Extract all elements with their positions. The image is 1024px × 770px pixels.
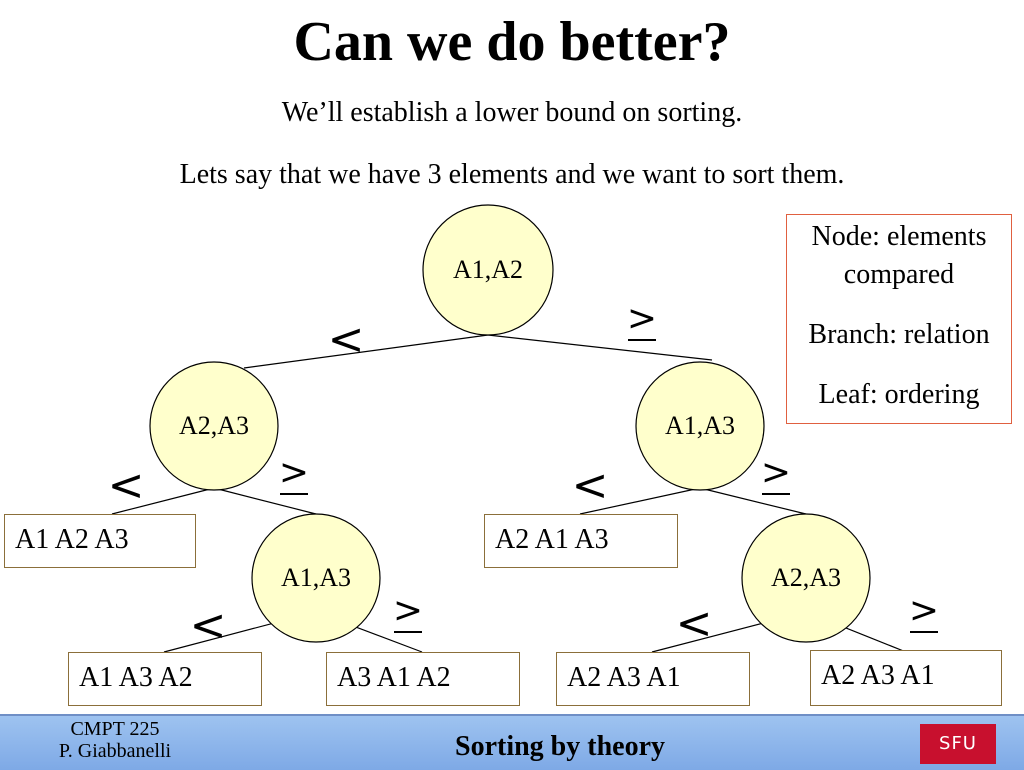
svg-text:>: > — [393, 590, 423, 631]
legend-leaf-line: Leaf: ordering — [818, 379, 980, 410]
leaf-a1-a2-a3: A1 A2 A3 — [4, 514, 196, 568]
node-right-right: A2,A3 — [741, 513, 871, 643]
footer-title: Sorting by theory — [455, 731, 665, 762]
decision-tree: A1,A2 A2,A3 A1,A3 A1,A3 A2,A3 < < < < < … — [108, 204, 939, 653]
footer-course-info: CMPT 225 P. Giabbanelli — [30, 718, 200, 762]
node-left-right-label: A1,A3 — [281, 563, 351, 592]
slide-title: Can we do better? — [293, 11, 731, 73]
subtitle-line-1: We’ll establish a lower bound on sorting… — [281, 97, 743, 128]
relation-lt-root: < — [328, 314, 365, 365]
relation-ge-left: > — [279, 452, 309, 495]
relation-ge-root: > — [627, 298, 657, 341]
leaf-a3-a1-a2: A3 A1 A2 — [326, 652, 520, 706]
relation-ge-right-right: > — [909, 590, 939, 633]
relation-lt-left-right: < — [190, 600, 227, 651]
legend-node-line-2: compared — [843, 259, 955, 290]
legend-branch-line: Branch: relation — [808, 319, 990, 350]
relation-lt-right-right: < — [676, 598, 713, 649]
leaf-a2-a3-a1: A2 A3 A1 — [556, 652, 750, 706]
relation-ge-right: > — [761, 452, 791, 495]
node-left-label: A2,A3 — [179, 411, 249, 440]
edge-right-rightright — [699, 487, 807, 515]
edge-right-leaf4 — [579, 487, 701, 515]
footer-author: P. Giabbanelli — [58, 740, 172, 762]
edge-left-leaf1 — [111, 487, 215, 515]
leaf-a2-a1-a3: A2 A1 A3 — [484, 514, 678, 568]
svg-text:>: > — [279, 452, 309, 493]
node-right: A1,A3 — [635, 361, 765, 491]
node-right-label: A1,A3 — [665, 411, 735, 440]
node-root: A1,A2 — [422, 204, 554, 336]
svg-text:>: > — [627, 298, 657, 339]
relation-lt-right: < — [572, 460, 609, 511]
edge-root-left — [243, 334, 489, 369]
subtitle-line-2: Lets say that we have 3 elements and we … — [179, 159, 845, 190]
relation-lt-left: < — [108, 460, 145, 511]
leaf-a2-a3-a1-second: A2 A3 A1 — [810, 650, 1002, 706]
svg-text:>: > — [761, 452, 791, 493]
node-left-right: A1,A3 — [251, 513, 381, 643]
sfu-logo: SFU — [920, 724, 996, 764]
node-root-label: A1,A2 — [453, 255, 523, 284]
node-right-right-label: A2,A3 — [771, 563, 841, 592]
footer-course-code: CMPT 225 — [70, 718, 160, 740]
edge-left-leftright — [213, 487, 317, 515]
node-left: A2,A3 — [149, 361, 279, 491]
svg-text:>: > — [909, 590, 939, 631]
legend-node-line: Node: elements — [811, 221, 987, 252]
legend-box: Node: elements compared Branch: relation… — [786, 214, 1012, 424]
relation-ge-left-right: > — [393, 590, 423, 633]
edge-root-right — [487, 334, 713, 361]
footer-bar: CMPT 225 P. Giabbanelli Sorting by theor… — [0, 714, 1024, 770]
leaf-a1-a3-a2: A1 A3 A2 — [68, 652, 262, 706]
